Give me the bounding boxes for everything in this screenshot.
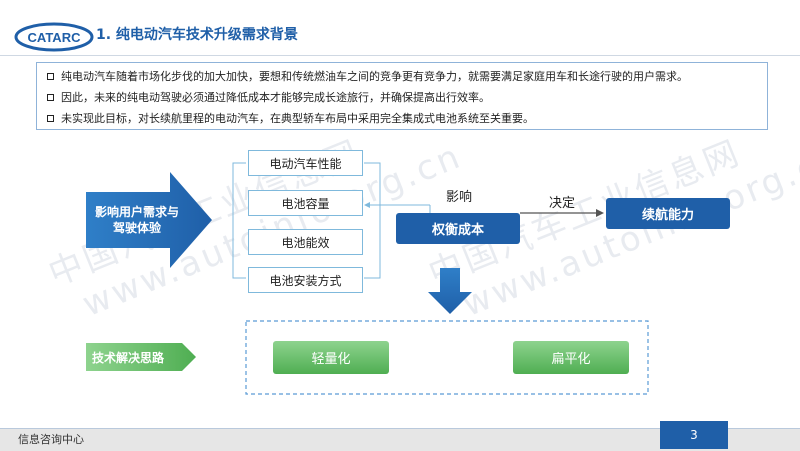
intro-item: 未实现此目标，对长续航里程的电动汽车，在典型轿车布局中采用完全集成式电池系统至关… (47, 110, 534, 126)
bullet-square-icon (47, 72, 54, 80)
header-divider (0, 55, 800, 56)
footer-label: 信息咨询中心 (18, 433, 84, 446)
solution-box: 扁平化 (513, 341, 629, 374)
page-title: 1. 纯电动汽车技术升级需求背景 (96, 27, 298, 43)
factor-box: 电动汽车性能 (248, 150, 363, 176)
factor-box: 电池能效 (248, 229, 363, 255)
intro-box: 纯电动汽车随着市场化步伐的加大加快，要想和传统燃油车之间的竞争更有竞争力，就需要… (36, 62, 768, 130)
affect-arrowhead (364, 202, 370, 208)
intro-item-text: 因此，未来的纯电动驾驶必须通过降低成本才能够完成长途旅行，并确保提高出行效率。 (61, 91, 490, 104)
influence-arrow (86, 172, 212, 268)
factor-box: 电池安装方式 (248, 267, 363, 293)
page-number: 3 (660, 421, 728, 449)
bullet-square-icon (47, 114, 54, 122)
solution-frame (245, 320, 649, 395)
intro-item-text: 纯电动汽车随着市场化步伐的加大加快，要想和传统燃油车之间的竞争更有竞争力，就需要… (61, 70, 688, 83)
solution-box: 轻量化 (273, 341, 389, 374)
affect-label: 影响 (446, 190, 473, 205)
factor-bracket (232, 162, 246, 279)
intro-item: 纯电动汽车随着市场化步伐的加大加快，要想和传统燃油车之间的竞争更有竞争力，就需要… (47, 68, 688, 84)
footer-bar (0, 428, 800, 451)
decide-label: 决定 (549, 196, 576, 211)
cost-box: 权衡成本 (396, 213, 520, 244)
catarc-logo: CATARC (14, 22, 94, 52)
intro-item: 因此，未来的纯电动驾驶必须通过降低成本才能够完成长途旅行，并确保提高出行效率。 (47, 89, 490, 105)
bullet-square-icon (47, 93, 54, 101)
approach-arrow (86, 343, 196, 371)
down-arrow (428, 268, 472, 314)
range-box: 续航能力 (606, 198, 730, 229)
logo-text: CATARC (28, 30, 82, 45)
intro-item-text: 未实现此目标，对长续航里程的电动汽车，在典型轿车布局中采用完全集成式电池系统至关… (61, 112, 534, 125)
factor-bracket-right (364, 162, 381, 279)
decide-arrowhead (596, 209, 604, 217)
approach-label: 技术解决思路 (92, 351, 165, 365)
influence-label: 影响用户需求与驾驶体验 (94, 205, 179, 235)
factor-box: 电池容量 (248, 190, 363, 216)
